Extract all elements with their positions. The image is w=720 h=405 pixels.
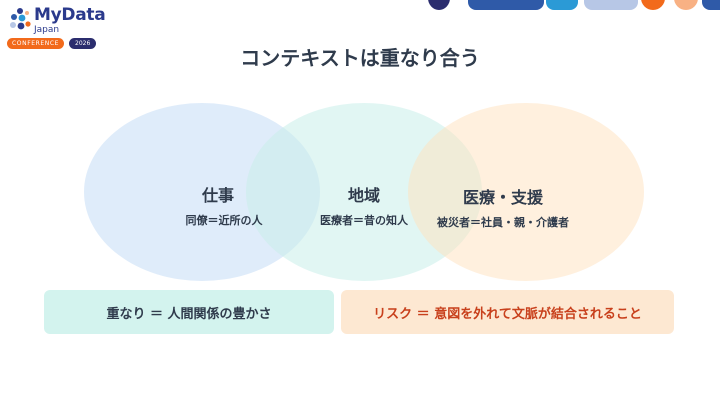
venn-heading: 仕事: [201, 186, 234, 205]
overlap-richness-callout: 重なり ＝ 人間関係の豊かさ: [44, 290, 334, 334]
venn-subtitle: 同僚＝近所の人: [185, 214, 263, 227]
venn-label-community: 地域 医療者＝昔の知人: [280, 182, 448, 228]
venn-label-work: 仕事 同僚＝近所の人: [172, 182, 276, 228]
logo-mark-icon: [10, 8, 31, 30]
conference-badge: CONFERENCE: [7, 38, 65, 49]
slide-title: コンテキストは重なり合う: [240, 46, 480, 70]
decorative-pill: [584, 0, 638, 10]
venn-circle-medical-support: [408, 103, 644, 281]
venn-subtitle: 医療者＝昔の知人: [320, 214, 408, 227]
venn-subtitle: 被災者＝社員・親・介護者: [437, 216, 569, 229]
decorative-circle: [428, 0, 450, 10]
venn-heading: 医療・支援: [462, 188, 543, 207]
decorative-pill: [702, 0, 720, 10]
risk-callout: リスク ＝ 意図を外れて文脈が結合されること: [341, 290, 674, 334]
venn-heading: 地域: [347, 186, 380, 205]
mydata-logo: MyData Japan CONFERENCE 2026: [6, 4, 106, 50]
venn-label-medical-support: 医療・支援 被災者＝社員・親・介護者: [400, 184, 606, 230]
decorative-circle: [674, 0, 698, 10]
decorative-pill: [468, 0, 544, 10]
logo-title: MyData: [34, 5, 106, 25]
decorative-pill: [546, 0, 578, 10]
logo-subtitle: Japan: [34, 25, 60, 35]
year-badge: 2026: [69, 38, 97, 49]
decorative-circle: [641, 0, 665, 10]
